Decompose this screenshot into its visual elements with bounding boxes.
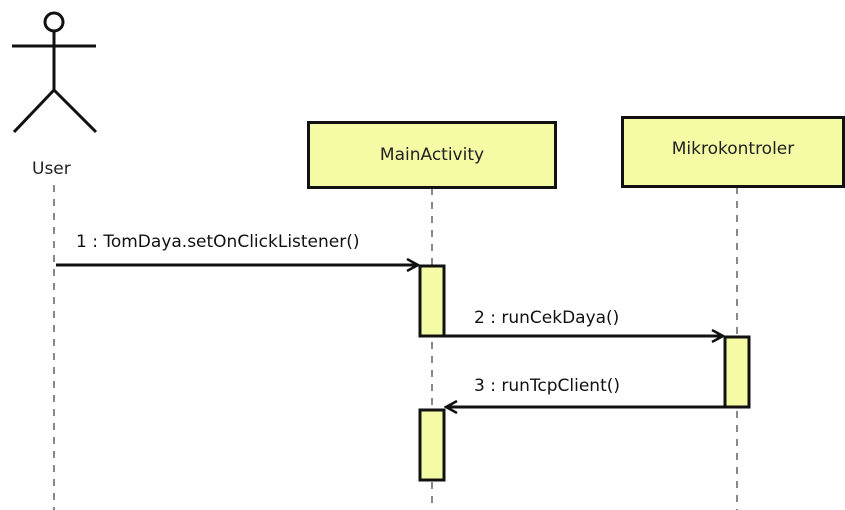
lifeline-box-mikrokontroler: Mikrokontroler xyxy=(621,116,845,188)
message-label-2: 2 : runCekDaya() xyxy=(474,308,620,328)
message-label-3: 3 : runTcpClient() xyxy=(474,376,621,396)
actor-label-user: User xyxy=(32,159,71,179)
lifeline-box-mainactivity: MainActivity xyxy=(307,121,557,189)
lifeline-label-mainactivity: MainActivity xyxy=(379,145,485,165)
message-label-1: 1 : TomDaya.setOnClickListener() xyxy=(76,232,360,252)
mikrokontroler-activation xyxy=(723,335,751,409)
mainactivity-activation-2 xyxy=(418,408,446,482)
user-actor-icon xyxy=(12,11,98,134)
mainactivity-activation-1 xyxy=(418,264,446,338)
lifeline-label-mikrokontroler: Mikrokontroler xyxy=(671,139,795,159)
